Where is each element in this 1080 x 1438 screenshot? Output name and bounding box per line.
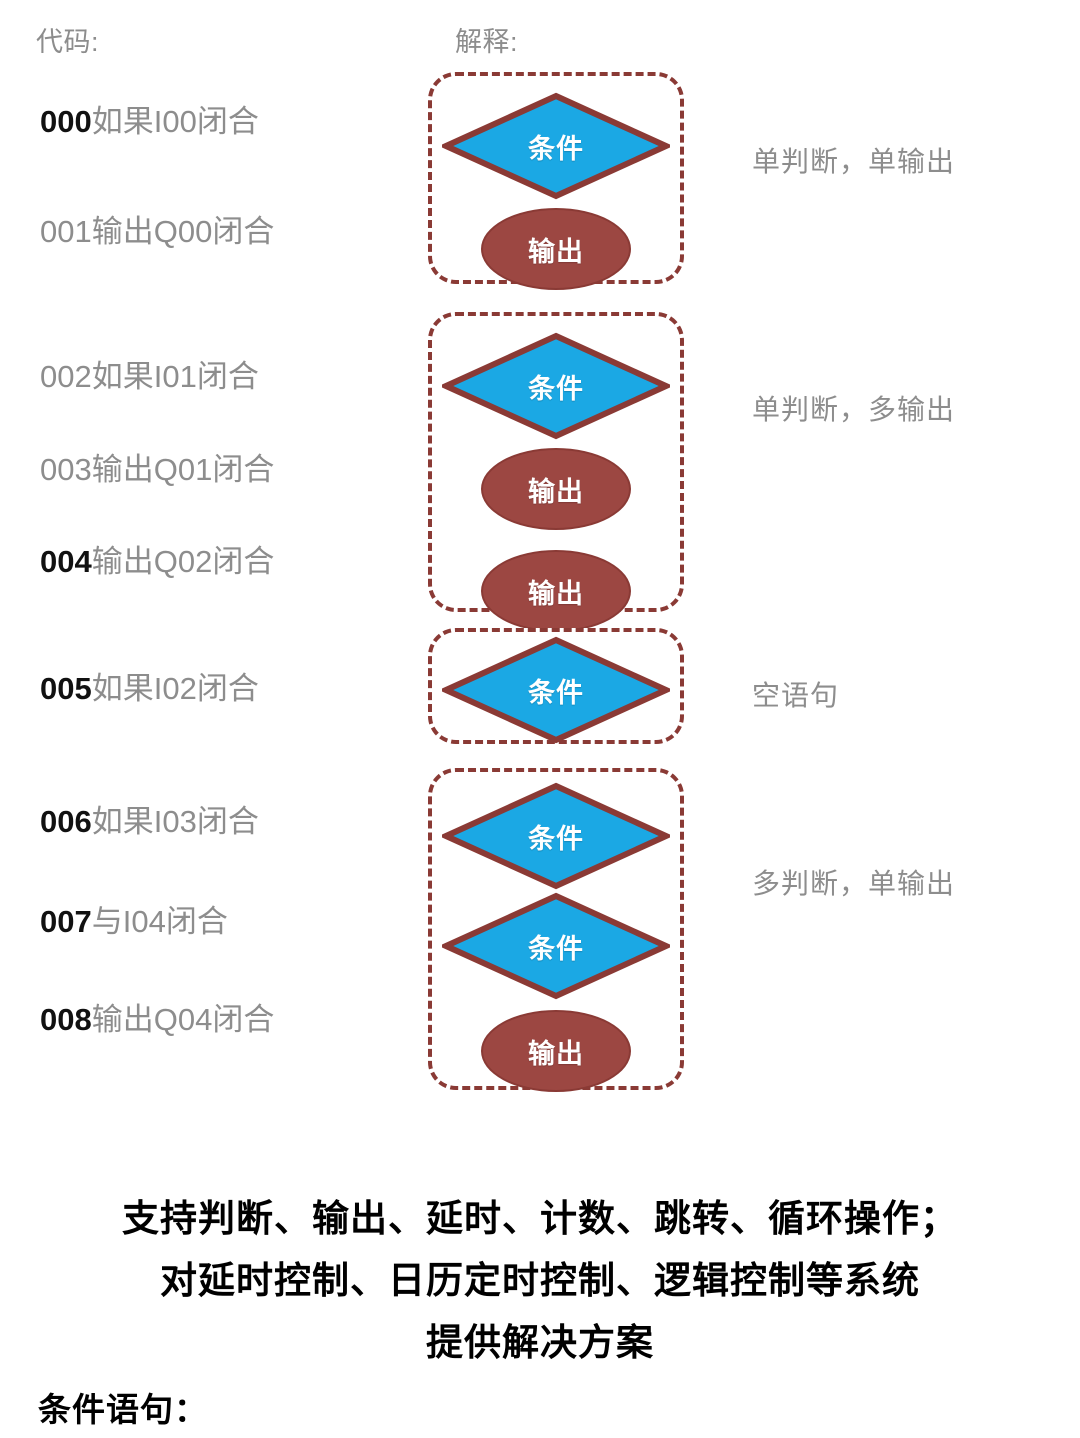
code-line-address: 005: [40, 671, 92, 706]
shape-label: 条件: [528, 133, 584, 164]
shape-label: 输出: [528, 236, 584, 267]
diamond-shape-icon: [442, 92, 670, 200]
flowchart-group: 条件: [428, 628, 684, 744]
code-line: 004输出Q02闭合: [40, 545, 274, 579]
code-line-text: 如果I00闭合: [91, 104, 259, 139]
output-ellipse: 输出: [481, 550, 631, 632]
code-line-address: 000: [40, 104, 92, 139]
code-line: 000如果I00闭合: [40, 105, 259, 139]
summary-line: 提供解决方案: [426, 1322, 654, 1363]
code-line-address: 002: [40, 359, 92, 394]
condition-diamond: 条件: [442, 782, 670, 890]
code-column-header: 代码:: [36, 27, 100, 57]
code-line-text: 输出Q01闭合: [91, 452, 275, 487]
code-line: 007与I04闭合: [40, 905, 228, 939]
footer-section-label: 条件语句：: [38, 1391, 208, 1428]
code-line-text: 如果I03闭合: [91, 804, 259, 839]
explanation-note: 空语句: [752, 680, 840, 711]
shape-label: 条件: [528, 373, 584, 404]
shape-label: 输出: [528, 1038, 584, 1069]
explanation-note: 单判断，单输出: [752, 146, 956, 177]
diamond-shape-icon: [442, 892, 670, 1000]
code-line: 002如果I01闭合: [40, 360, 259, 394]
code-line: 003输出Q01闭合: [40, 453, 274, 487]
output-ellipse: 输出: [481, 1010, 631, 1092]
output-ellipse: 输出: [481, 448, 631, 530]
summary-paragraph: 支持判断、输出、延时、计数、跳转、循环操作； 对延时控制、日历定时控制、逻辑控制等…: [0, 1188, 1080, 1374]
code-line-text: 如果I02闭合: [91, 671, 259, 706]
code-line-address: 008: [40, 1002, 92, 1037]
code-line-text: 与I04闭合: [91, 904, 228, 939]
code-line-address: 003: [40, 452, 92, 487]
flowchart-group: 条件输出: [428, 72, 684, 290]
code-line-address: 006: [40, 804, 92, 839]
flowchart-groups: 条件输出条件输出输出条件条件条件输出: [428, 0, 698, 1110]
condition-diamond: 条件: [442, 92, 670, 200]
output-ellipse: 输出: [481, 208, 631, 290]
shape-label: 条件: [528, 933, 584, 964]
code-line-text: 输出Q02闭合: [91, 544, 275, 579]
code-line-address: 007: [40, 904, 92, 939]
flowchart-group: 条件条件输出: [428, 768, 684, 1092]
summary-line: 支持判断、输出、延时、计数、跳转、循环操作；: [122, 1198, 958, 1239]
explanation-note: 单判断，多输出: [752, 394, 956, 425]
shape-label: 输出: [528, 476, 584, 507]
code-line: 008输出Q04闭合: [40, 1003, 274, 1037]
explanation-column-header: 解释:: [455, 27, 519, 57]
code-line-address: 001: [40, 214, 92, 249]
diamond-shape-icon: [442, 332, 670, 440]
code-line-text: 输出Q00闭合: [91, 214, 275, 249]
code-line-text: 输出Q04闭合: [91, 1002, 275, 1037]
condition-diamond: 条件: [442, 892, 670, 1000]
diamond-shape-icon: [442, 636, 670, 744]
condition-diamond: 条件: [442, 332, 670, 440]
shape-label: 条件: [528, 823, 584, 854]
diamond-shape-icon: [442, 782, 670, 890]
code-line-text: 如果I01闭合: [91, 359, 259, 394]
summary-line: 对延时控制、日历定时控制、逻辑控制等系统: [160, 1260, 920, 1301]
shape-label: 条件: [528, 677, 584, 708]
explanation-note: 多判断，单输出: [752, 868, 956, 899]
shape-label: 输出: [528, 578, 584, 609]
code-line: 001输出Q00闭合: [40, 215, 274, 249]
code-line-address: 004: [40, 544, 92, 579]
code-line: 006如果I03闭合: [40, 805, 259, 839]
condition-diamond: 条件: [442, 636, 670, 744]
code-line: 005如果I02闭合: [40, 672, 259, 706]
flowchart-group: 条件输出输出: [428, 312, 684, 632]
